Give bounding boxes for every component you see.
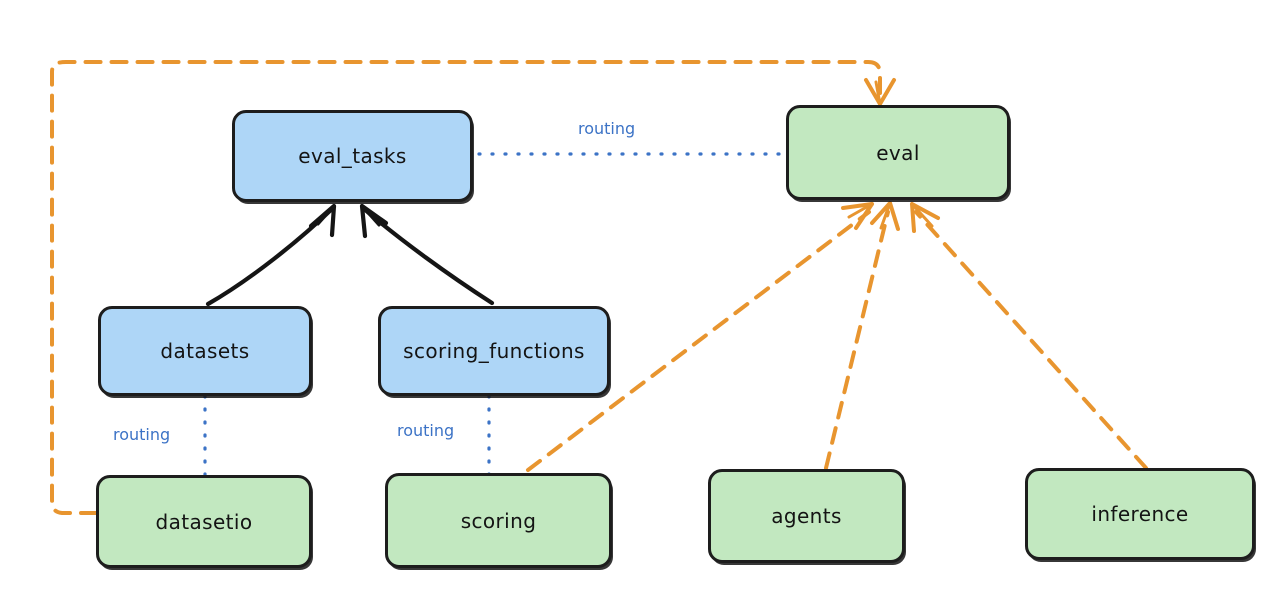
edge-agents-eval [824,201,900,470]
edge-label-routing-datasets-datasetio: routing [113,425,171,444]
node-label: inference [1091,502,1189,526]
node-datasetio[interactable]: datasetio [96,475,312,568]
node-eval[interactable]: eval [786,105,1010,200]
node-label: scoring [460,508,537,533]
edge-datasetio-eval [50,60,896,515]
node-label: datasetio [155,509,253,534]
node-datasets[interactable]: datasets [98,306,312,396]
node-scoring-functions[interactable]: scoring_functions [378,306,610,396]
edge-inference-eval [910,202,1148,470]
node-label: scoring_functions [403,339,585,363]
node-agents[interactable]: agents [708,469,905,563]
edge-scoring_functions-eval_tasks [359,203,495,306]
node-scoring[interactable]: scoring [385,473,612,568]
edge-datasets-eval_tasks [205,203,337,307]
node-eval-tasks[interactable]: eval_tasks [232,110,473,202]
node-label: datasets [160,339,250,363]
edge-label-routing-eval-tasks-eval: routing [578,119,636,138]
node-inference[interactable]: inference [1025,468,1255,560]
node-label: agents [771,504,842,528]
node-label: eval_tasks [298,144,407,168]
edge-label-routing-scoring-functions-scoring: routing [397,421,455,440]
node-label: eval [876,140,920,165]
